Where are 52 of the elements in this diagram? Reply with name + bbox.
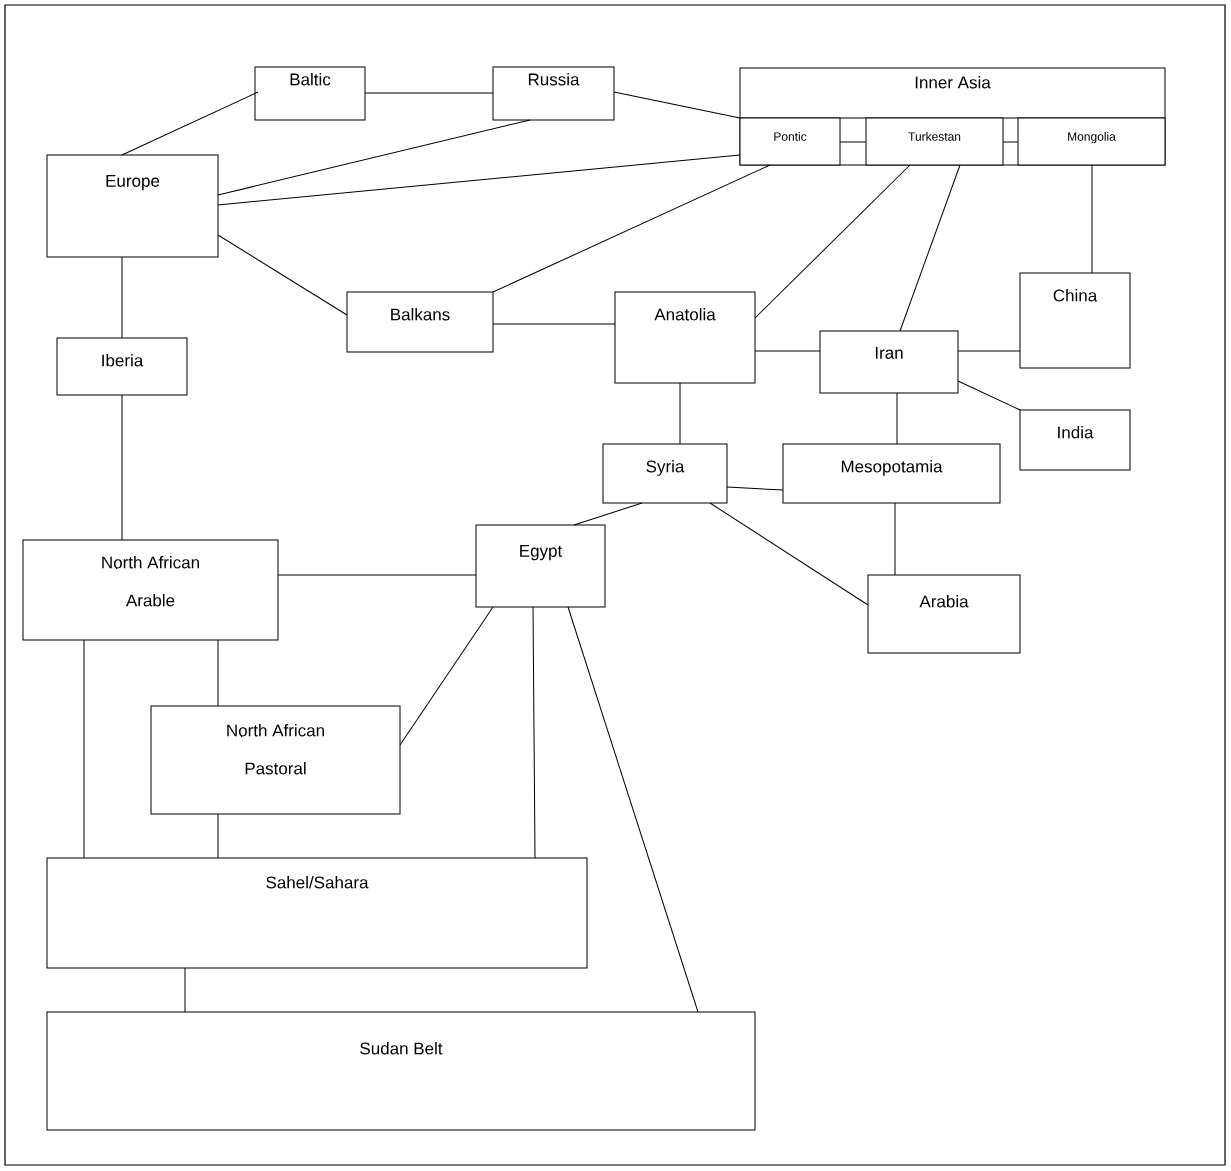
connection-line [492, 164, 771, 293]
region-box: Syria [602, 443, 728, 504]
connection-line [957, 380, 1021, 411]
connection-line [613, 91, 741, 119]
connection-line [184, 967, 186, 1013]
connection-line [899, 164, 961, 332]
connection-line [121, 256, 123, 339]
connection-line [492, 323, 616, 325]
region-box: Iberia [56, 337, 188, 396]
connection-line [532, 606, 536, 859]
connection-line [839, 141, 867, 143]
connection-line [217, 154, 741, 206]
connection-line [217, 119, 531, 196]
connection-line [679, 382, 681, 445]
connection-line [709, 502, 869, 606]
connection-line [726, 486, 784, 491]
connection-line [754, 350, 821, 352]
connection-line [567, 606, 699, 1013]
connection-line [83, 639, 85, 859]
region-box: North African Pastoral [150, 705, 401, 815]
connection-line [957, 350, 1021, 352]
region-box: Egypt [475, 524, 606, 608]
region-box: Turkestan [865, 117, 1004, 166]
region-box: Mongolia [1017, 117, 1166, 166]
region-box: Sahel/Sahara [46, 857, 588, 969]
connection-line [121, 91, 259, 156]
region-box: Arabia [867, 574, 1021, 654]
connection-line [277, 574, 477, 576]
region-box: China [1019, 272, 1131, 369]
connection-line [121, 394, 123, 541]
connection-line [1002, 141, 1019, 143]
connection-line [1091, 164, 1093, 274]
connection-line [573, 502, 643, 526]
connection-line [217, 639, 219, 707]
region-box: Sudan Belt [46, 1011, 756, 1131]
region-box: Pontic [739, 117, 841, 166]
region-box: Baltic [254, 66, 366, 121]
region-box: Balkans [346, 291, 494, 353]
connection-line [217, 234, 348, 316]
connection-line [399, 606, 494, 746]
region-box: Iran [819, 330, 959, 394]
region-box: India [1019, 409, 1131, 471]
connection-line [217, 813, 219, 859]
region-box: Mesopotamia [782, 443, 1001, 504]
connection-line [364, 92, 494, 94]
region-box: North African Arable [22, 539, 279, 641]
connection-line [894, 502, 896, 576]
region-box: Europe [46, 154, 219, 258]
region-box: Russia [492, 66, 615, 121]
region-box: Anatolia [614, 291, 756, 384]
connection-line [896, 392, 898, 445]
connection-line [754, 164, 911, 319]
